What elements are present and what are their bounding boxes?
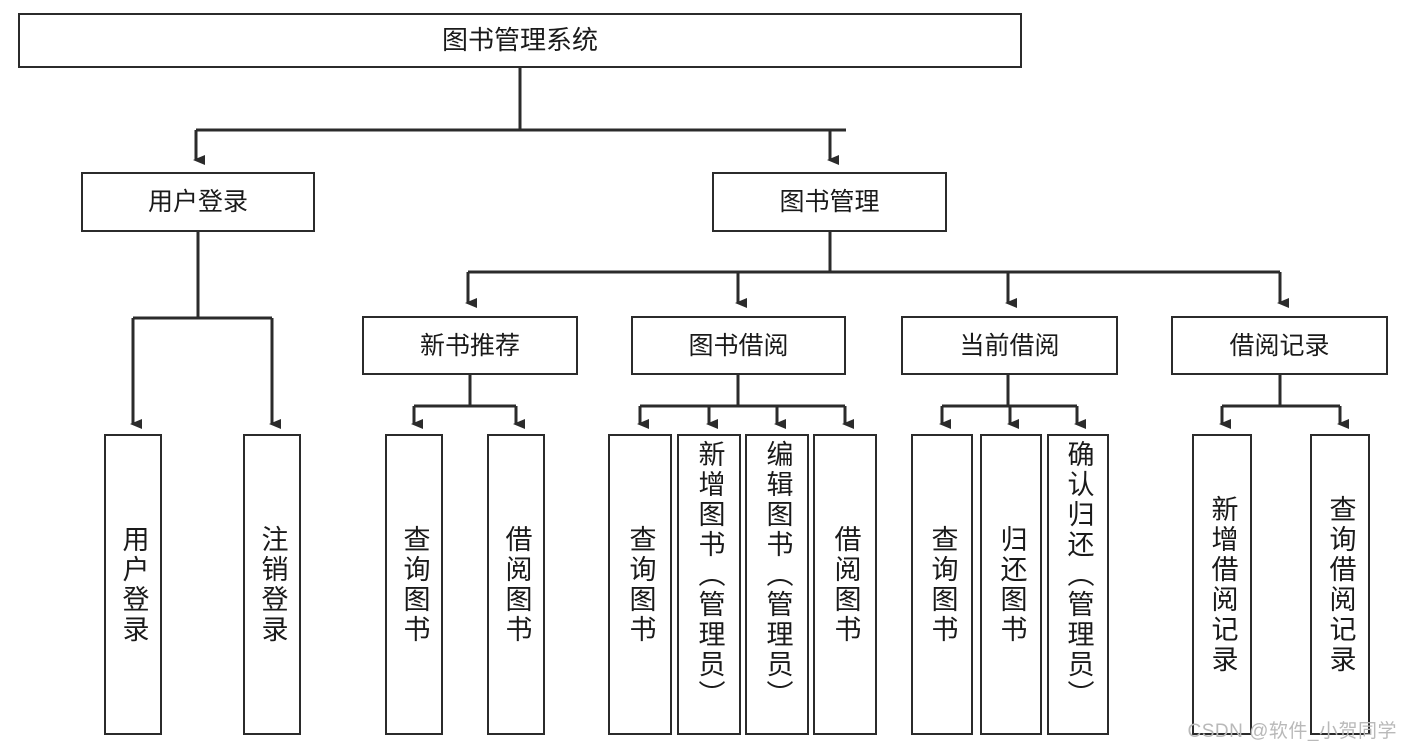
node-label: 注销登录 <box>257 524 288 645</box>
leaf-user-login[interactable]: 用户登录 <box>104 434 162 735</box>
node-label: 查询图书 <box>927 524 958 645</box>
leaf-borrow-book-recommend[interactable]: 借阅图书 <box>487 434 545 735</box>
leaf-confirm-return-admin[interactable]: 确认归还（管理员） <box>1047 434 1109 735</box>
node-label: 编辑图书（管理员） <box>762 440 793 710</box>
node-label: 当前借阅 <box>959 331 1060 360</box>
node-label: 借阅记录 <box>1229 331 1330 360</box>
leaf-add-book-admin[interactable]: 新增图书（管理员） <box>677 434 741 735</box>
node-label: 新增借阅记录 <box>1207 494 1238 675</box>
watermark-text: CSDN @软件_小贺同学 <box>1187 721 1397 742</box>
node-label: 图书借阅 <box>688 331 789 360</box>
node-book-management[interactable]: 图书管理 <box>712 172 947 232</box>
leaf-return-book[interactable]: 归还图书 <box>980 434 1042 735</box>
node-label: 查询借阅记录 <box>1325 494 1356 675</box>
node-label: 图书管理 <box>779 188 880 216</box>
node-label: 图书管理系统 <box>441 24 598 55</box>
leaf-query-book-recommend[interactable]: 查询图书 <box>385 434 443 735</box>
node-label: 新增图书（管理员） <box>694 440 725 710</box>
node-label: 用户登录 <box>118 524 149 645</box>
node-label: 查询图书 <box>625 524 656 645</box>
node-label: 归还图书 <box>996 524 1027 645</box>
node-label: 查询图书 <box>399 524 430 645</box>
leaf-add-borrow-record[interactable]: 新增借阅记录 <box>1192 434 1252 735</box>
node-book-borrow[interactable]: 图书借阅 <box>631 316 846 375</box>
node-label: 借阅图书 <box>830 524 861 645</box>
leaf-borrow-book[interactable]: 借阅图书 <box>813 434 877 735</box>
node-new-book-recommend[interactable]: 新书推荐 <box>362 316 578 375</box>
node-root-system[interactable]: 图书管理系统 <box>18 13 1022 68</box>
node-label: 确认归还（管理员） <box>1063 440 1094 710</box>
node-label: 新书推荐 <box>419 331 520 360</box>
node-user-login[interactable]: 用户登录 <box>81 172 315 232</box>
leaf-logout[interactable]: 注销登录 <box>243 434 301 735</box>
node-label: 用户登录 <box>147 188 248 216</box>
leaf-edit-book-admin[interactable]: 编辑图书（管理员） <box>745 434 809 735</box>
leaf-query-book-borrow[interactable]: 查询图书 <box>608 434 672 735</box>
leaf-query-book-current[interactable]: 查询图书 <box>911 434 973 735</box>
node-borrow-record[interactable]: 借阅记录 <box>1171 316 1388 375</box>
leaf-query-borrow-record[interactable]: 查询借阅记录 <box>1310 434 1370 735</box>
node-current-borrow[interactable]: 当前借阅 <box>901 316 1118 375</box>
node-label: 借阅图书 <box>501 524 532 645</box>
